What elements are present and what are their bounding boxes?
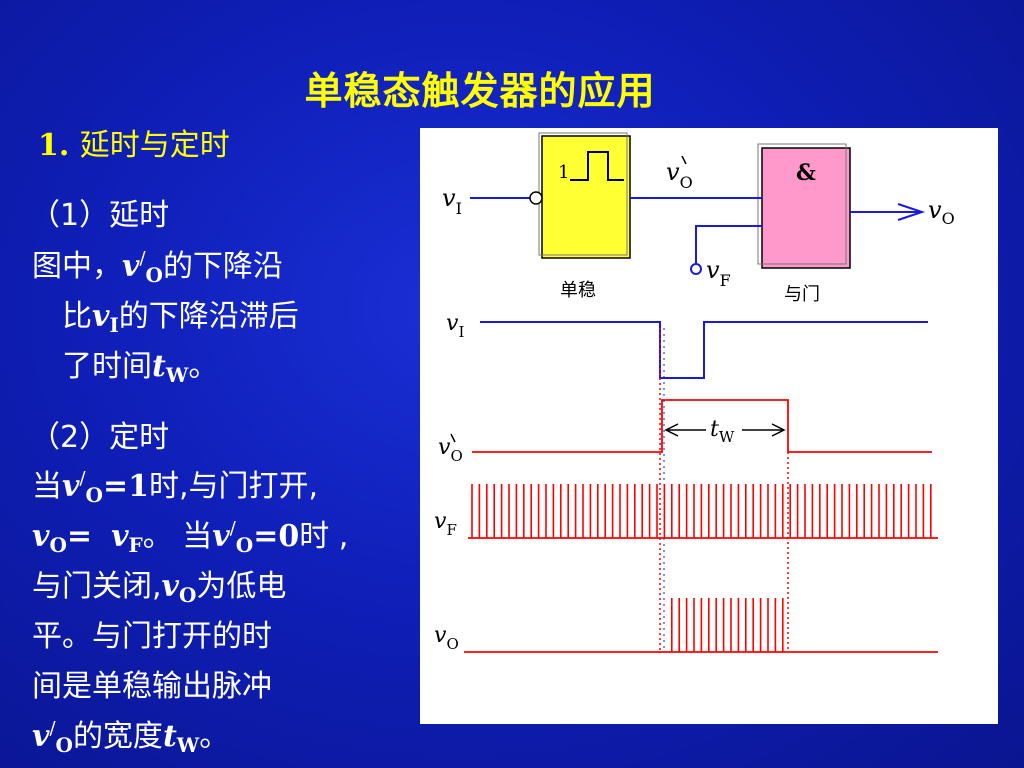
vo-prime-label-circuit: vO bbox=[666, 158, 693, 192]
vo-prime-waveform bbox=[472, 399, 932, 453]
output-arrow-icon bbox=[897, 203, 926, 221]
inverting-input-bubble bbox=[529, 191, 543, 205]
tw-label-bg bbox=[706, 416, 742, 444]
delay-heading: （1）延时 bbox=[30, 190, 169, 234]
and-symbol: & bbox=[796, 160, 816, 186]
vo-prime-label-wave: vO bbox=[438, 435, 463, 465]
vi-waveform bbox=[480, 321, 928, 379]
vo-label-wave: vO bbox=[434, 623, 459, 653]
vf-label-wave: vF bbox=[434, 509, 457, 539]
vi-label-circuit: vI bbox=[442, 184, 462, 218]
pulse-symbol bbox=[570, 151, 624, 181]
timing-heading: （2）定时 bbox=[30, 412, 169, 456]
vo-pulse-train bbox=[671, 598, 784, 652]
monostable-block bbox=[541, 135, 631, 259]
vo-prime-mark-wave bbox=[450, 433, 456, 443]
diagram-panel: 1 单稳 & 与门 vI vO vO vF vI vO vF vO bbox=[420, 128, 998, 724]
vo-prime-mark bbox=[681, 155, 687, 165]
tw-arrow-left-icon bbox=[664, 423, 679, 437]
vi-label-wave: vI bbox=[446, 311, 464, 341]
delay-heading-text: （1）延时 bbox=[30, 198, 170, 233]
delay-paragraph: 图中，v/O的下降沿 比vI的下降沿滞后 了时间tW。 bbox=[32, 248, 299, 387]
timing-heading-text: （2）定时 bbox=[30, 420, 170, 455]
mono-label: 单稳 bbox=[560, 280, 596, 301]
section-number: 1. bbox=[38, 128, 70, 163]
vf-label-circuit: vF bbox=[706, 256, 731, 290]
section-label: 延时与定时 bbox=[79, 128, 230, 163]
slide-title: 单稳态触发器的应用 bbox=[304, 69, 656, 113]
circuit-and-waveform-diagram: 1 单稳 & 与门 vI vO vO vF vI vO vF vO bbox=[434, 132, 955, 653]
vf-terminal bbox=[690, 263, 702, 275]
section-heading: 1. 延时与定时 bbox=[38, 120, 230, 164]
and-label: 与门 bbox=[784, 284, 820, 305]
timing-paragraph: 当v/O=1时,与门打开, vO= vF。 当v/O=0时 , 与门关闭,vO为… bbox=[32, 468, 349, 757]
tw-arrow-right-icon bbox=[771, 423, 786, 437]
vo-label-circuit: vO bbox=[928, 196, 955, 228]
vf-wire bbox=[695, 225, 762, 268]
vf-pulse-train bbox=[471, 484, 932, 538]
tw-label: tW bbox=[710, 417, 735, 446]
mono-inner-label: 1 bbox=[558, 162, 569, 183]
and-gate-block bbox=[761, 147, 851, 269]
and-gate-shadow bbox=[757, 143, 847, 265]
